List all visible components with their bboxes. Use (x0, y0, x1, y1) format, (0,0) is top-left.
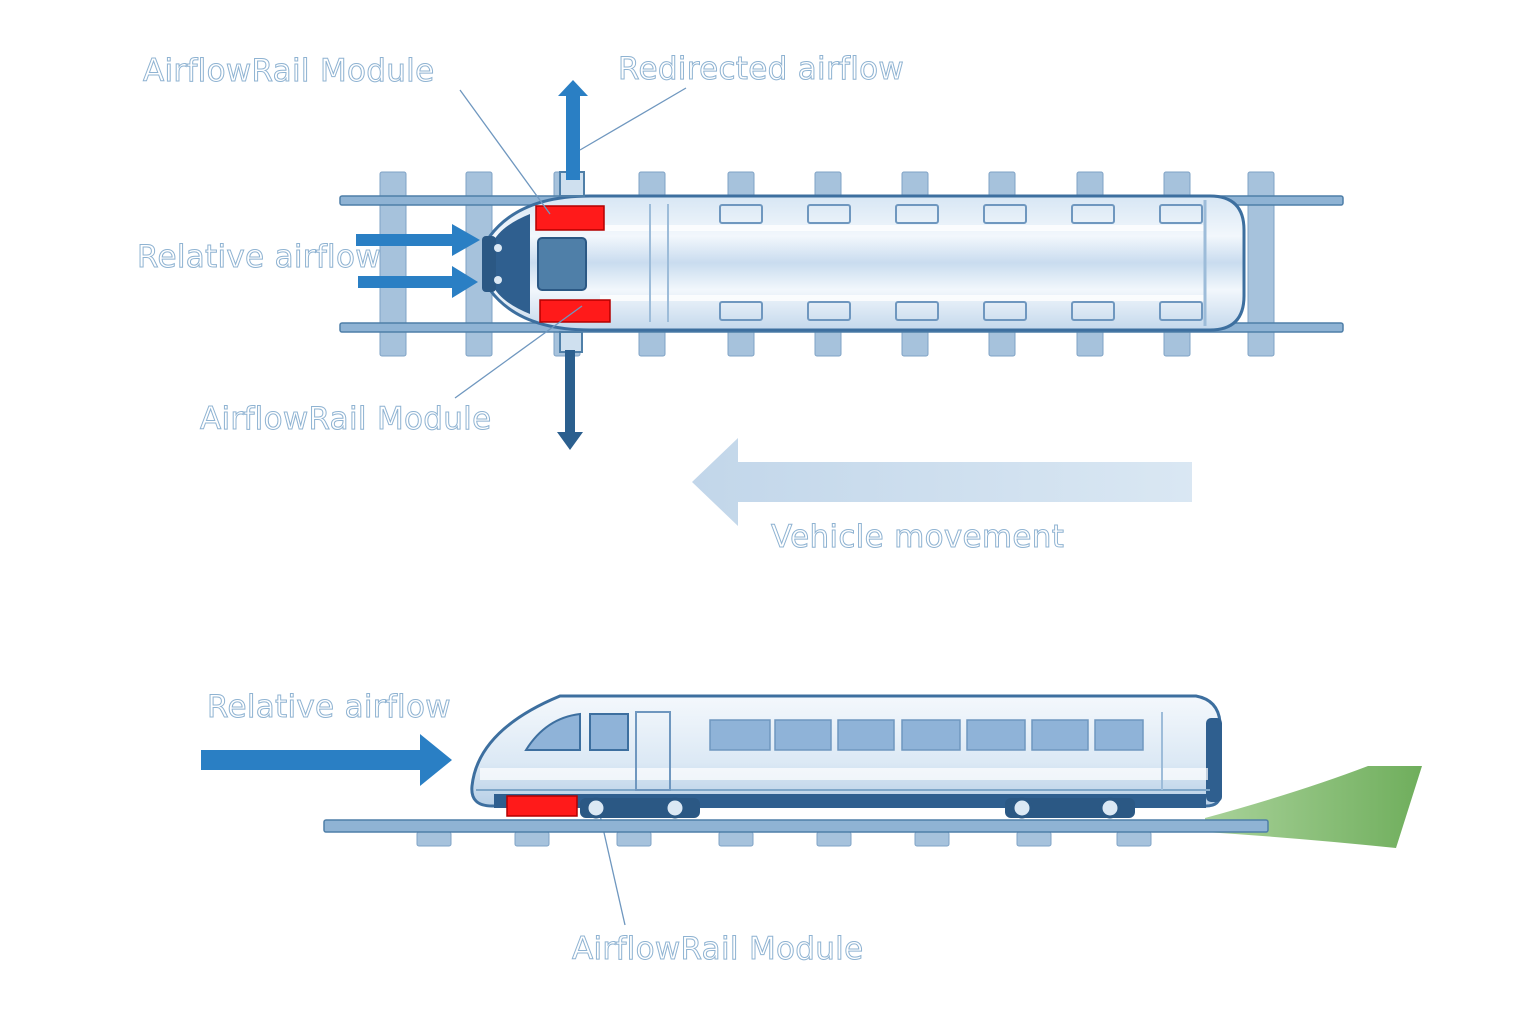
arrow-down-icon (557, 350, 583, 450)
bogie-front (580, 797, 700, 819)
label-redirected-airflow: Redirected airflow (617, 51, 905, 87)
airflowrail-module-side (506, 795, 578, 817)
wake-zone (1205, 766, 1422, 848)
top-view (339, 80, 1344, 926)
side-view (201, 694, 1422, 848)
arrow-right-icon (356, 224, 480, 298)
bogie-rear (1005, 797, 1135, 819)
arrow-up-icon (558, 80, 588, 180)
side-track-rail (323, 819, 1269, 833)
label-airflowrail-module-bottom: AirflowRail Module (199, 401, 492, 437)
label-airflowrail-module-top: AirflowRail Module (142, 53, 435, 89)
label-relative-airflow-side: Relative airflow (207, 689, 452, 725)
label-airflowrail-module-side: AirflowRail Module (571, 931, 864, 967)
arrow-right-icon (201, 734, 452, 786)
label-relative-airflow-top: Relative airflow (137, 239, 382, 275)
side-track-sleepers (416, 831, 1152, 847)
label-vehicle-movement: Vehicle movement (770, 519, 1065, 555)
arrow-left-icon (692, 438, 1192, 526)
top-train (482, 171, 1246, 353)
side-train (470, 694, 1222, 819)
